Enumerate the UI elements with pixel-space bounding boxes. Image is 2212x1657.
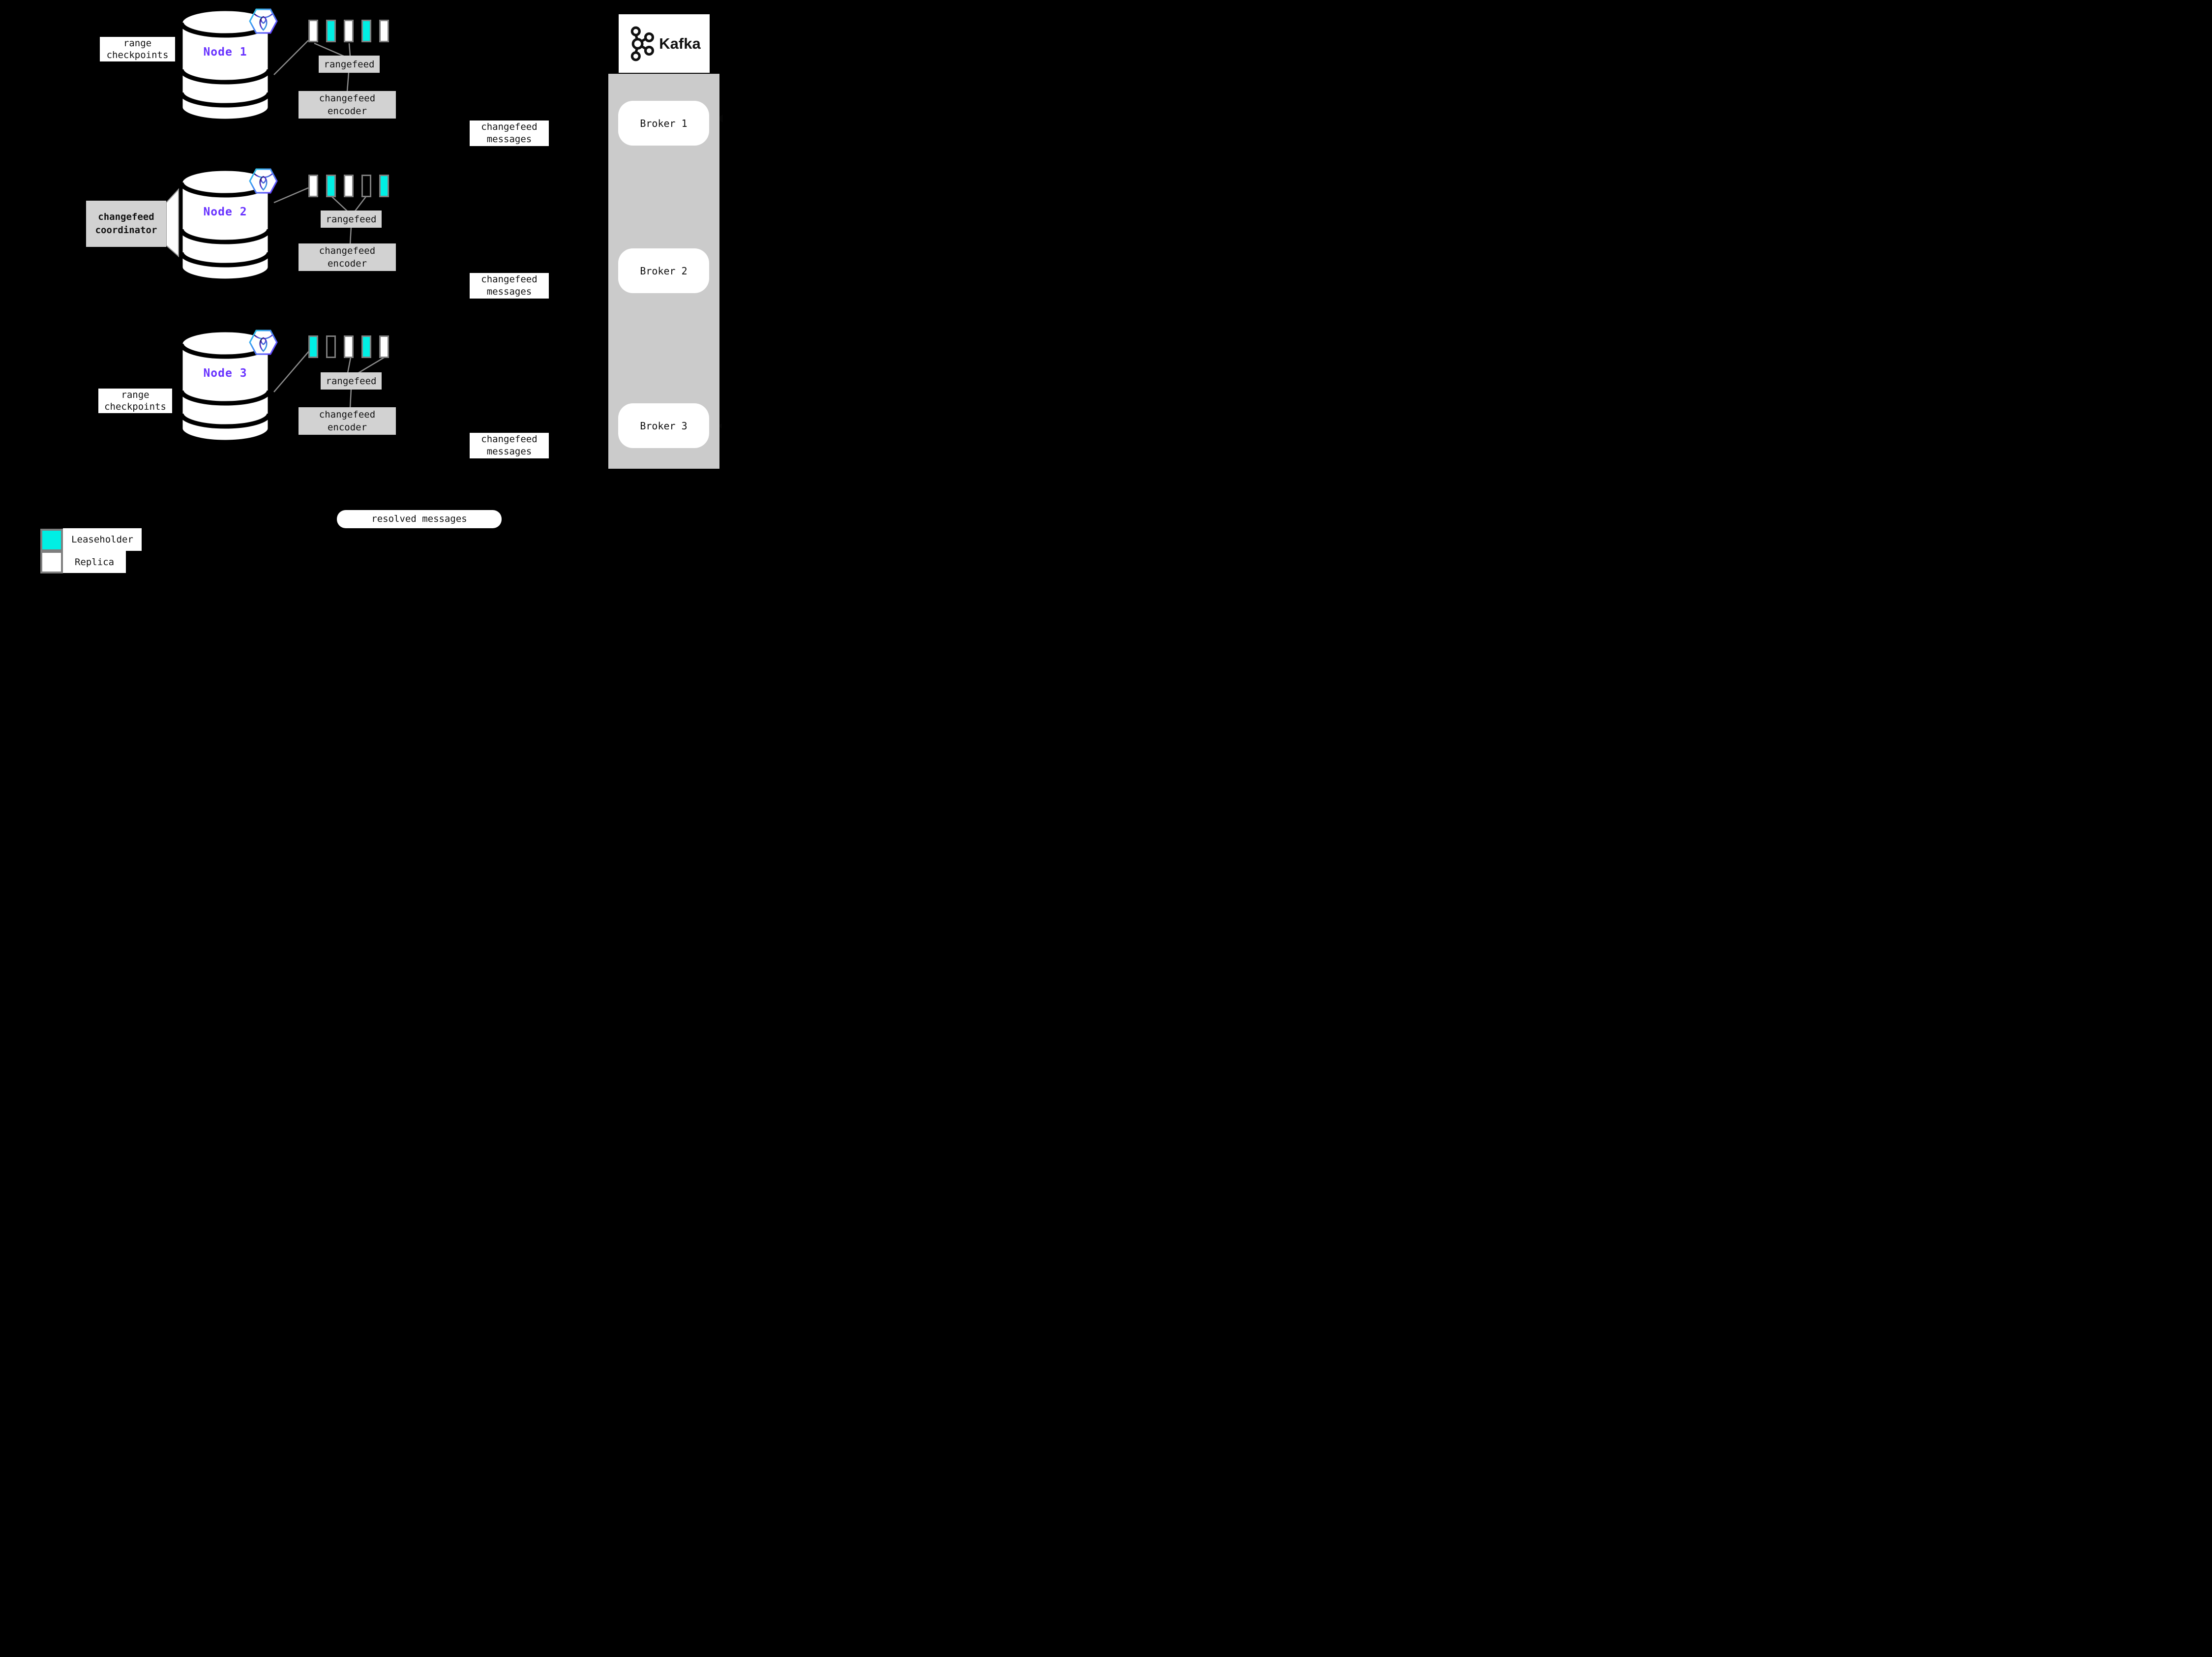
range-replica xyxy=(344,335,354,358)
database-cylinder-node1 xyxy=(179,8,271,121)
arrowhead-into-broker3 xyxy=(717,423,722,428)
changefeed-messages-text: changefeed messages xyxy=(481,274,538,297)
resolved-messages-text: resolved messages xyxy=(371,513,467,524)
legend-leaseholder-label: Leaseholder xyxy=(63,528,142,551)
changefeed-encoder-label: changefeed encoder xyxy=(319,245,376,269)
cockroachdb-icon xyxy=(249,168,278,194)
legend-replica-swatch xyxy=(40,551,63,573)
range-leaseholder xyxy=(326,20,336,42)
range-replica xyxy=(308,175,318,197)
rangefeed-box-node1: rangefeed xyxy=(319,56,380,73)
changefeed-encoder-label: changefeed encoder xyxy=(319,409,376,433)
rangefeed-label: rangefeed xyxy=(324,59,375,70)
changefeed-messages-label-1: changefeed messages xyxy=(470,121,549,146)
broker-2: Broker 2 xyxy=(618,248,709,293)
range-leaseholder xyxy=(361,335,371,358)
range-replica xyxy=(344,175,354,197)
broker-3: Broker 3 xyxy=(618,403,709,448)
range-replica xyxy=(344,20,354,42)
cockroachdb-icon xyxy=(249,8,278,34)
legend-replica-text: Replica xyxy=(74,556,115,568)
range-empty xyxy=(326,335,336,358)
range-leaseholder xyxy=(379,175,389,197)
legend-replica-label: Replica xyxy=(63,551,126,573)
changefeed-coordinator-text: changefeed coordinator xyxy=(95,211,157,236)
broker-1-label: Broker 1 xyxy=(640,117,688,129)
changefeed-messages-label-2: changefeed messages xyxy=(470,273,549,299)
legend-leaseholder-swatch xyxy=(40,529,63,551)
range-checkpoints-text: range checkpoints xyxy=(106,38,169,60)
changefeed-encoder-box-node1: changefeed encoder xyxy=(299,91,396,119)
changefeed-encoder-box-node2: changefeed encoder xyxy=(299,243,396,271)
node-1-label: Node 1 xyxy=(203,46,247,59)
range-leaseholder xyxy=(361,20,371,42)
resolved-messages-label: resolved messages xyxy=(337,510,502,528)
rangefeed-box-node2: rangefeed xyxy=(321,211,382,228)
kafka-logo-icon xyxy=(631,26,655,61)
range-replica xyxy=(379,335,389,358)
broker-1: Broker 1 xyxy=(618,101,709,146)
changefeed-messages-label-3: changefeed messages xyxy=(470,433,549,458)
range-group-node2 xyxy=(308,175,389,197)
node-2-label: Node 2 xyxy=(203,206,247,218)
changefeed-encoder-label: changefeed encoder xyxy=(319,93,376,117)
changefeed-architecture-diagram: Kafka Broker 1 Broker 2 Broker 3 range c… xyxy=(0,0,771,577)
legend-leaseholder-text: Leaseholder xyxy=(71,534,133,545)
broker-2-label: Broker 2 xyxy=(640,265,688,277)
rangefeed-label: rangefeed xyxy=(326,375,377,387)
node-3-label: Node 3 xyxy=(203,367,247,380)
broker-3-label: Broker 3 xyxy=(640,420,688,432)
kafka-logo-box: Kafka xyxy=(619,14,710,73)
range-group-node3 xyxy=(308,335,389,358)
rangefeed-box-node3: rangefeed xyxy=(321,372,382,390)
range-group-node1 xyxy=(308,20,389,42)
changefeed-messages-text: changefeed messages xyxy=(481,121,538,145)
range-leaseholder xyxy=(308,335,318,358)
range-replica xyxy=(308,20,318,42)
range-leaseholder xyxy=(326,175,336,197)
changefeed-encoder-box-node3: changefeed encoder xyxy=(299,407,396,435)
range-checkpoints-text: range checkpoints xyxy=(104,390,166,412)
range-replica xyxy=(379,20,389,42)
coordinator-callout-pointer xyxy=(166,188,179,258)
range-checkpoints-label-node1: range checkpoints xyxy=(100,37,175,61)
changefeed-coordinator-label: changefeed coordinator xyxy=(86,201,166,247)
rangefeed-label: rangefeed xyxy=(326,213,377,225)
range-empty xyxy=(361,175,371,197)
cockroachdb-icon xyxy=(249,330,278,355)
changefeed-messages-text: changefeed messages xyxy=(481,434,538,457)
range-checkpoints-label-node3: range checkpoints xyxy=(98,389,172,413)
connector-lines-layer xyxy=(166,40,723,428)
kafka-title: Kafka xyxy=(659,34,701,52)
